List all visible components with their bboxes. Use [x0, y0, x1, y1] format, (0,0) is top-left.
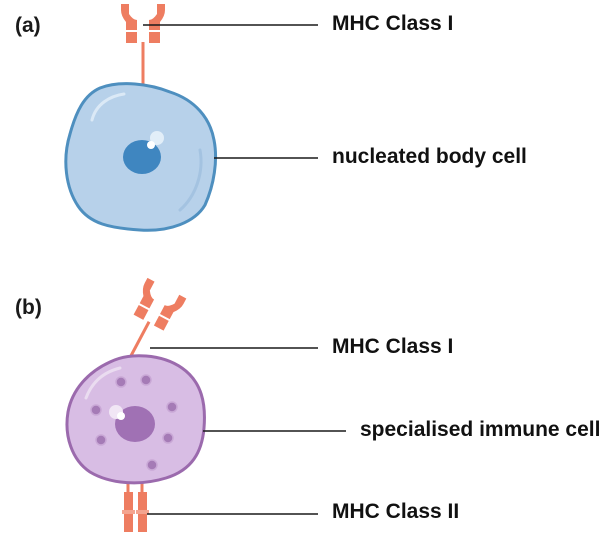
panel-a-tag: (a): [15, 14, 41, 37]
immune-cell-highlight: [84, 366, 122, 400]
immune-cell-granules: [90, 374, 178, 471]
mhc-class-ii-receptor: [122, 492, 149, 532]
mhc-class-i-receptor-a: [121, 4, 165, 43]
granule: [115, 376, 127, 388]
panel-b-graphic: [65, 277, 346, 532]
label-specialised-immune-cell: specialised immune cell: [360, 418, 601, 441]
granule: [95, 434, 107, 446]
body-cell-nucleolus: [147, 141, 155, 149]
label-mhc-class-i-a: MHC Class I: [332, 12, 454, 35]
label-mhc-class-i-b: MHC Class I: [332, 335, 454, 358]
panel-a-graphic: [64, 4, 318, 232]
label-mhc-class-ii: MHC Class II: [332, 500, 460, 523]
label-nucleated-body-cell: nucleated body cell: [332, 145, 527, 168]
granule: [166, 401, 178, 413]
body-cell-highlight: [90, 92, 126, 122]
body-cell-nucleolus-glow: [150, 131, 164, 145]
immune-cell-nucleus: [115, 406, 155, 442]
granule: [90, 404, 102, 416]
body-cell-shade: [178, 148, 203, 212]
granule: [162, 432, 174, 444]
granule: [146, 459, 158, 471]
body-cell-nucleus: [123, 140, 161, 174]
granule: [140, 374, 152, 386]
immune-cell-nucleolus: [117, 412, 125, 420]
panel-b-tag: (b): [15, 296, 42, 319]
